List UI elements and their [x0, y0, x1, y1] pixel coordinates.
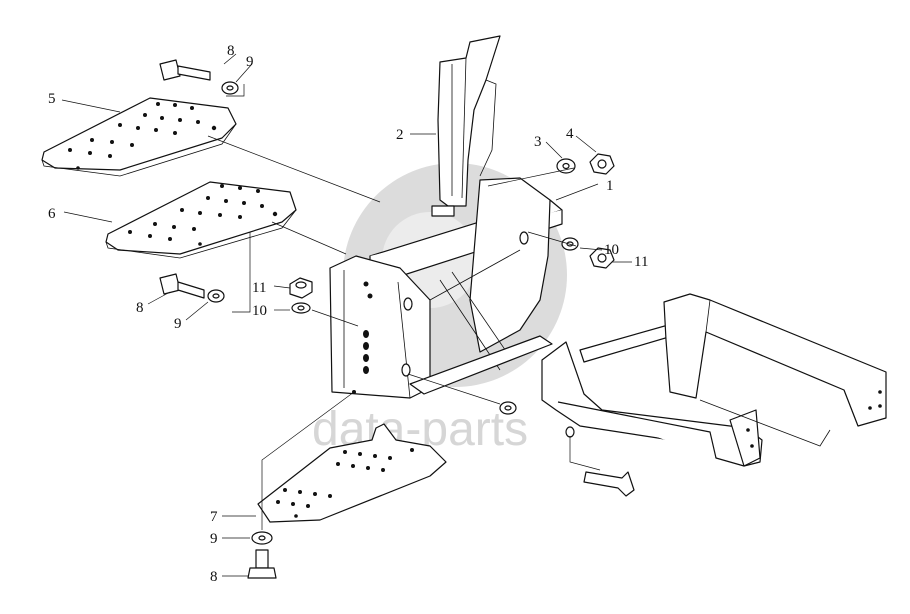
callout-2: 2 — [396, 127, 404, 143]
step-plate-lower — [105, 181, 297, 259]
callout-9-upper: 9 — [246, 54, 254, 70]
callout-11-left: 11 — [252, 280, 266, 296]
step-plate-upper — [41, 97, 237, 177]
callout-11-right: 11 — [634, 254, 648, 270]
callout-8-upper: 8 — [227, 43, 235, 59]
nut-11-right — [589, 247, 615, 269]
callout-7: 7 — [210, 509, 218, 525]
callout-4: 4 — [566, 126, 574, 142]
callout-8-lower: 8 — [210, 569, 218, 585]
callout-6: 6 — [48, 206, 56, 222]
assembly-lines — [207, 84, 601, 530]
step-plate-bottom — [257, 423, 447, 523]
main-frame — [329, 177, 563, 399]
bolt-8-lower — [247, 549, 277, 579]
callout-9-lower: 9 — [210, 531, 218, 547]
callout-10-right: 10 — [604, 242, 619, 258]
callout-8-middle: 8 — [136, 300, 144, 316]
nut-4 — [589, 153, 615, 175]
bolt-8-middle — [159, 273, 205, 299]
callout-9-middle: 9 — [174, 316, 182, 332]
nut-11-left — [289, 277, 313, 299]
callout-leaders — [61, 53, 632, 577]
callout-5: 5 — [48, 91, 56, 107]
side-frame-assembly — [541, 293, 887, 497]
upright-bracket — [431, 35, 501, 217]
callout-labels: 8 9 5 6 2 3 4 1 10 11 11 10 8 9 7 9 8 — [48, 43, 648, 585]
bolt-8-upper — [159, 59, 211, 81]
callout-3: 3 — [534, 134, 542, 150]
callout-10-left: 10 — [252, 303, 267, 319]
callout-1: 1 — [606, 178, 614, 194]
